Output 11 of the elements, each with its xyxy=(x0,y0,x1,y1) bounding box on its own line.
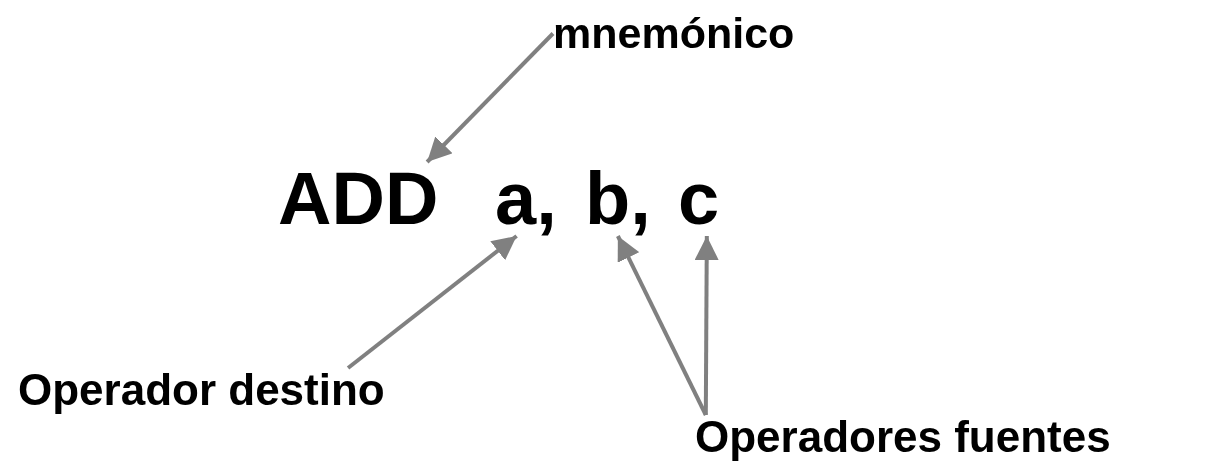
instruction-mnemonic: ADD xyxy=(278,162,439,236)
arrow xyxy=(346,234,518,370)
sources-label: Operadores fuentes xyxy=(695,415,1111,459)
arrow xyxy=(616,235,708,416)
mnemonic-label: mnemónico xyxy=(553,12,795,55)
arrow xyxy=(425,32,555,164)
arrow xyxy=(694,236,719,415)
operand-text: a, xyxy=(495,162,557,236)
destination-label: Operador destino xyxy=(18,368,385,412)
operand-text: c xyxy=(678,162,720,236)
operand-text: b, xyxy=(585,162,651,236)
